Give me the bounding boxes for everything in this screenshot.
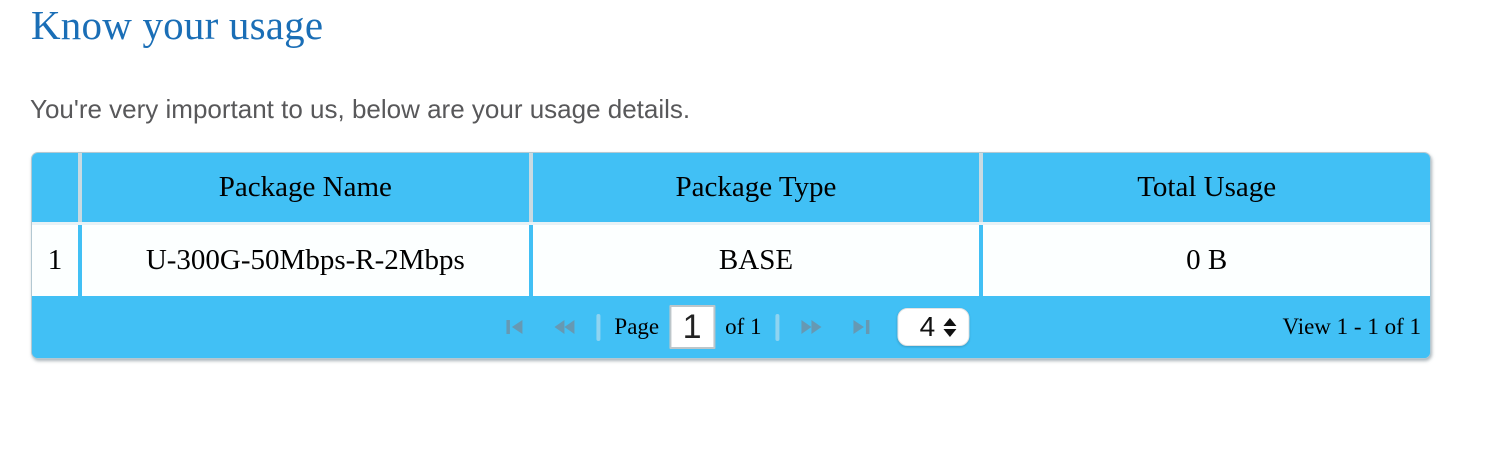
package-name-cell: U-300G-50Mbps-R-2Mbps xyxy=(82,225,529,296)
page-size-select[interactable]: 4 xyxy=(897,308,970,346)
column-header-package-type[interactable]: Package Type xyxy=(532,153,980,222)
table-row[interactable]: 1 U-300G-50Mbps-R-2Mbps BASE 0 B xyxy=(32,225,1430,296)
seek-first-icon xyxy=(504,318,528,336)
page-title: Know your usage xyxy=(31,2,324,48)
up-down-stepper-icon xyxy=(943,317,957,337)
last-page-button[interactable] xyxy=(848,318,872,336)
total-usage-cell: 0 B xyxy=(983,225,1430,296)
view-status: View 1 - 1 of 1 xyxy=(1282,314,1421,339)
grid-header-row: Package Name Package Type Total Usage xyxy=(32,153,1430,225)
page-count-label: of 1 xyxy=(725,314,762,339)
seek-prev-icon xyxy=(552,318,576,336)
seek-next-icon xyxy=(800,318,824,336)
usage-subtitle: You're very important to us, below are y… xyxy=(30,94,691,124)
row-number-cell: 1 xyxy=(32,225,78,296)
page-number-input[interactable] xyxy=(669,305,716,349)
seek-last-icon xyxy=(848,318,872,336)
usage-grid: Package Name Package Type Total Usage 1 … xyxy=(31,152,1431,359)
column-header-total-usage[interactable]: Total Usage xyxy=(983,153,1430,222)
package-type-cell: BASE xyxy=(532,225,980,296)
column-header-row-number xyxy=(32,153,78,222)
first-page-button[interactable] xyxy=(504,318,528,336)
next-page-button[interactable] xyxy=(800,318,824,336)
page-label: Page xyxy=(614,314,660,339)
page-size-value: 4 xyxy=(919,311,936,342)
pager-separator xyxy=(596,313,601,341)
pager-bar: Page of 1 xyxy=(32,296,1430,358)
pager-separator xyxy=(775,313,780,341)
pager-controls: Page of 1 xyxy=(492,296,970,358)
prev-page-button[interactable] xyxy=(552,318,576,336)
column-header-package-name[interactable]: Package Name xyxy=(82,153,529,222)
